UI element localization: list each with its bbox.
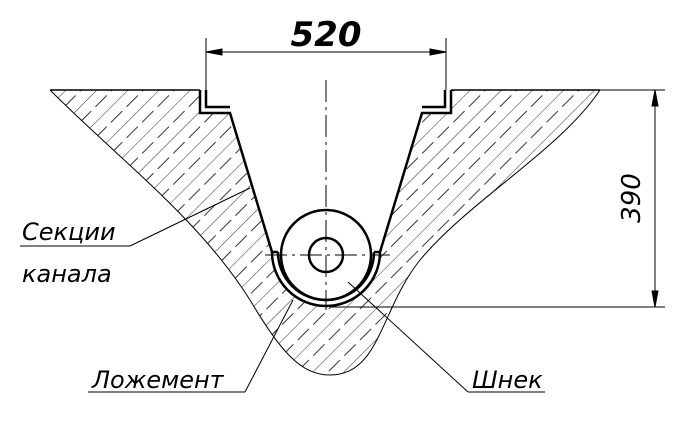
label-auger: Шнек [472,366,543,394]
sections-leader-line [129,187,251,247]
soil-outline [49,89,601,376]
auger-leader-line [347,281,469,393]
label-cradle: Ложемент [91,366,225,394]
dimension-width [205,38,447,90]
label-sections-2: канала [22,260,112,288]
dimension-width-value: 520 [291,15,362,55]
label-sections-1: Секции [22,218,116,246]
dimension-height [330,89,665,308]
channel-section [198,90,453,253]
cradle-leader-line [244,299,294,393]
dimension-height-value: 390 [617,173,647,223]
